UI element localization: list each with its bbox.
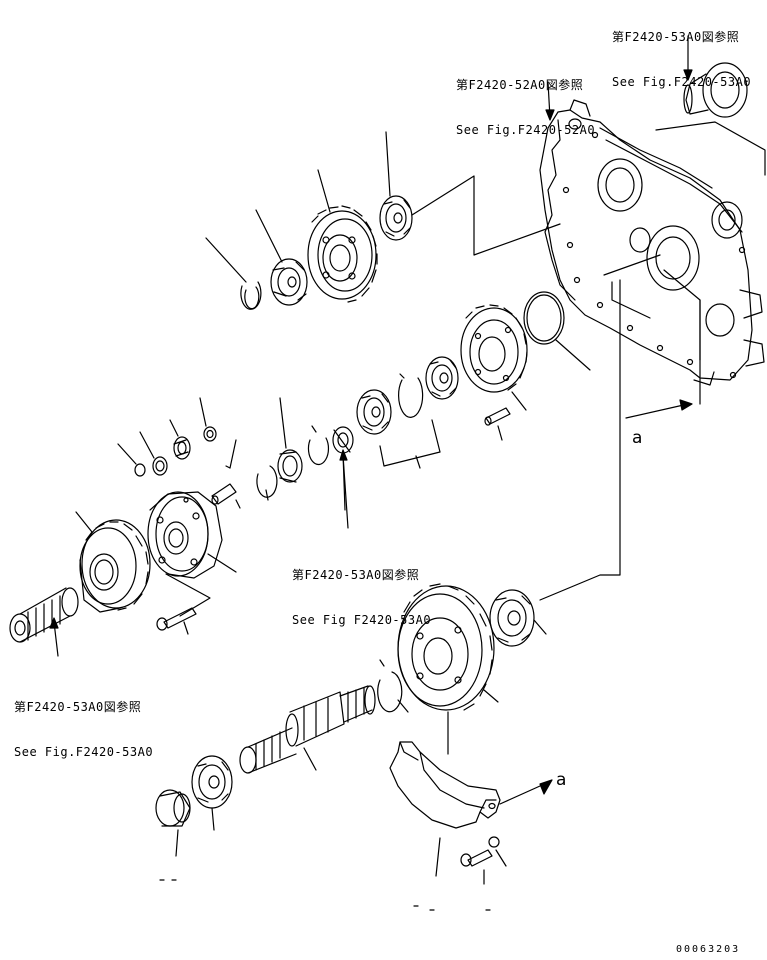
splined-shaft-left — [10, 588, 78, 642]
snap-ring-center — [308, 426, 328, 465]
roller-bearing-small — [170, 420, 190, 459]
reference-center-en: See Fig F2420-53A0 — [292, 613, 432, 627]
bearing-lower-right — [490, 590, 546, 646]
output-shaft-end — [684, 36, 747, 117]
splined-shaft-main — [240, 686, 375, 773]
reference-top-right: 第F2420-53A0図参照 See Fig.F2420-53A0 — [612, 0, 751, 105]
snap-ring-lower-center — [257, 466, 277, 500]
bearing-lower-left — [192, 756, 232, 830]
gear-cover — [390, 712, 500, 876]
reference-center: 第F2420-53A0図参照 See Fig F2420-53A0 — [292, 538, 431, 643]
bolt-carrier — [157, 608, 196, 634]
snap-ring-lower — [378, 660, 408, 712]
gear-middle-large — [461, 305, 527, 410]
document-number: 00063203 — [676, 944, 741, 955]
needle-bearing-center — [278, 398, 302, 482]
needle-roller — [140, 432, 167, 475]
pin-left — [212, 440, 240, 508]
gear-upper-large — [308, 170, 377, 302]
transmission-housing — [540, 100, 764, 385]
small-washer-2 — [200, 398, 216, 441]
planet-carrier — [148, 492, 236, 578]
o-ring — [524, 292, 590, 370]
reference-left: 第F2420-53A0図参照 See Fig.F2420-53A0 — [14, 670, 153, 775]
bearing-upper-right — [380, 132, 412, 240]
reference-left-jp: 第F2420-53A0図参照 — [14, 700, 142, 714]
bearing-middle-left — [357, 390, 391, 434]
reference-top-right-jp: 第F2420-53A0図参照 — [612, 30, 740, 44]
dowel-pin — [485, 408, 510, 440]
seal-cap — [156, 790, 190, 856]
callout-a-upper: a — [632, 428, 643, 448]
bearing-upper-left — [256, 210, 307, 305]
reference-housing-en: See Fig.F2420-52A0 — [456, 123, 596, 137]
reference-housing: 第F2420-52A0図参照 See Fig.F2420-52A0 — [456, 48, 595, 153]
reference-center-jp: 第F2420-53A0図参照 — [292, 568, 420, 582]
snap-ring-upper — [206, 238, 261, 309]
bearing-middle-right — [426, 357, 458, 399]
small-washer-1 — [118, 444, 145, 476]
callout-a-lower: a — [556, 770, 567, 790]
gear-lower-large — [398, 584, 498, 710]
reference-housing-jp: 第F2420-52A0図参照 — [456, 78, 584, 92]
snap-ring-middle — [399, 374, 423, 417]
bolt-cover — [461, 850, 492, 884]
sun-gear-left — [76, 512, 150, 612]
washer-cover — [489, 837, 506, 866]
bearing-small-center — [333, 427, 353, 453]
reference-top-right-en: See Fig.F2420-53A0 — [612, 75, 752, 89]
reference-left-en: See Fig.F2420-53A0 — [14, 745, 154, 759]
